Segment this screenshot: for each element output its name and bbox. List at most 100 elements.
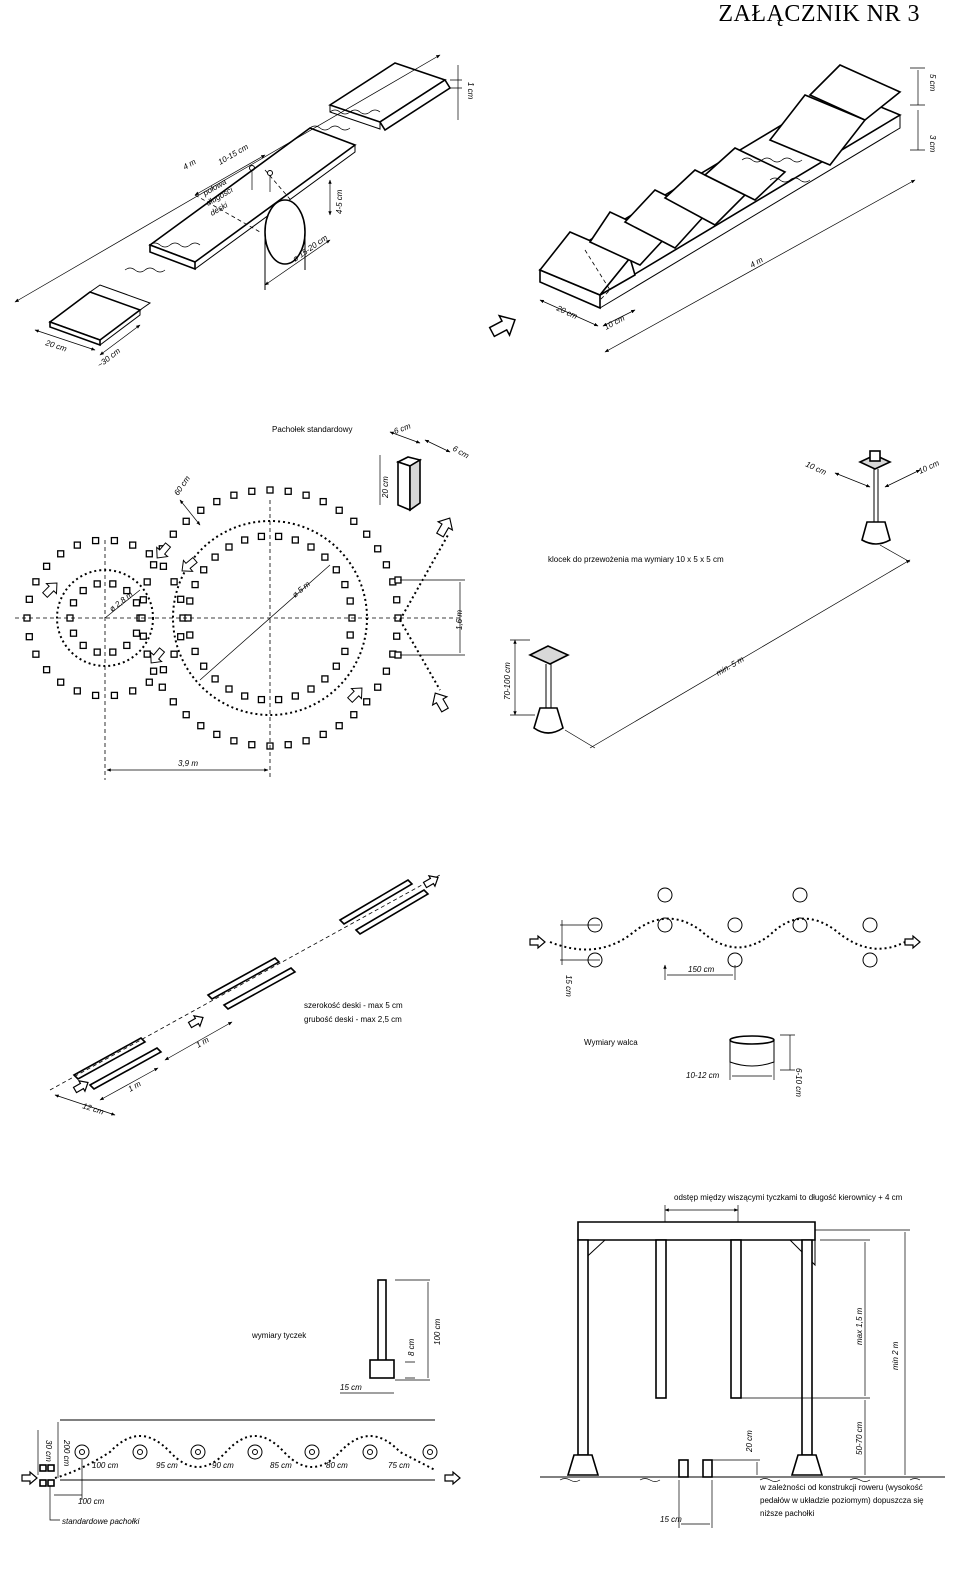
lane-width: 200 cm — [62, 1439, 71, 1467]
cone-offset: 30 cm — [44, 1440, 53, 1462]
cone-marker — [93, 580, 101, 588]
start-distance: 100 cm — [78, 1497, 105, 1506]
cone-marker — [25, 633, 33, 641]
cone-marker — [363, 698, 371, 706]
pole-height: 100 cm — [433, 1318, 442, 1345]
pole-row — [74, 1444, 438, 1460]
gate-pole-height: max 1,5 m — [855, 1307, 864, 1345]
seesaw-offset: 10-15 cm — [217, 142, 251, 167]
slalom-spacing: 150 cm — [688, 965, 715, 974]
cone-marker — [319, 730, 327, 739]
plank-note-2: grubość deski - max 2,5 cm — [304, 1015, 402, 1024]
cone-marker — [382, 561, 391, 569]
cone-marker — [374, 545, 382, 553]
cone-marker — [225, 685, 233, 693]
plank-gap: 1 m — [195, 1035, 211, 1050]
cone-marker — [341, 580, 349, 589]
seesaw-length: 4 m — [182, 157, 198, 172]
cone-depth: 6 cm — [451, 444, 471, 461]
planks-diagram: szerokość deski - max 5 cm grubość deski… — [49, 871, 442, 1117]
cone-marker — [169, 530, 177, 538]
gate-note-1: w zależności od konstrukcji roweru (wyso… — [759, 1483, 923, 1492]
circles-offset: 1,6 m — [455, 610, 464, 630]
transport-diagram: klocek do przewożenia ma wymiary 10 x 5 … — [503, 450, 941, 749]
cone-marker — [230, 737, 238, 745]
slalom-circles-diagram: 15 cm 150 cm Wymiary walca 10-12 cm 6-10… — [529, 887, 921, 1097]
cone-marker — [284, 741, 292, 749]
cone-marker — [200, 566, 208, 574]
cone-marker — [213, 730, 221, 739]
cone-marker — [363, 530, 371, 538]
gate-top-note: odstęp między wiszącymi tyczkami to dług… — [674, 1193, 903, 1202]
cone-marker — [191, 580, 199, 589]
cone-marker — [186, 597, 194, 605]
steps-h2: 3 cm — [928, 135, 937, 153]
cone-marker — [170, 578, 178, 586]
cone-marker — [91, 691, 100, 700]
cone-marker — [350, 711, 358, 719]
circles-diagram: Pachołek standardowy 6 cm 6 cm 20 cm 6 — [15, 421, 471, 780]
cone-marker — [225, 543, 233, 551]
cone-label: Pachołek standardowy — [272, 425, 353, 434]
cone-marker — [241, 692, 249, 700]
cone-marker — [177, 633, 185, 641]
page-title: ZAŁĄCZNIK NR 3 — [718, 1, 920, 27]
cone-marker — [274, 532, 283, 541]
cone-marker — [73, 687, 81, 695]
cone-marker — [374, 683, 382, 691]
transport-label: klocek do przewożenia ma wymiary 10 x 5 … — [548, 555, 724, 564]
cone-marker — [123, 641, 131, 650]
cone-marker — [91, 536, 100, 545]
cone-marker — [191, 647, 199, 656]
cone-marker — [307, 685, 315, 693]
cone-marker — [346, 631, 354, 639]
cone-marker — [123, 586, 131, 595]
gate-clearance: 50-70 cm — [855, 1421, 864, 1455]
cone-marker — [274, 695, 283, 704]
cone-width: 6 cm — [393, 421, 413, 436]
direction-arrows — [39, 513, 458, 715]
poles-label: wymiary tyczek — [251, 1331, 307, 1340]
cone-marker — [143, 578, 151, 586]
spacing-4: 85 cm — [270, 1461, 292, 1470]
cone-marker — [197, 506, 205, 514]
cone-marker — [129, 687, 137, 695]
spacing-6: 75 cm — [388, 1461, 410, 1470]
gate-diagram: odstęp między wiszącymi tyczkami to dług… — [540, 1193, 945, 1528]
roller-height: 6-10 cm — [794, 1068, 803, 1097]
cone-marker — [335, 506, 343, 514]
cone-marker — [346, 597, 354, 605]
cone-marker — [69, 599, 78, 607]
cone-height: 20 cm — [381, 476, 390, 499]
transport-top-d: 10 cm — [917, 458, 941, 476]
cone-marker — [132, 599, 141, 607]
poles-diagram: wymiary tyczek 100 cm 8 cm 15 cm 30 cm 2… — [21, 1279, 461, 1526]
cone-marker — [42, 562, 51, 570]
cone-marker — [213, 497, 221, 506]
cone-marker — [159, 666, 168, 674]
seesaw-ramp: ~30 cm — [96, 346, 123, 370]
cone-marker — [57, 550, 65, 558]
seesaw-diagram: 4 m 10-15 cm połowa długości deski 4-5 c… — [14, 54, 475, 370]
cone-marker — [302, 737, 310, 745]
cone-marker — [382, 667, 391, 675]
seesaw-thickness: 1 cm — [466, 82, 475, 100]
cone-marker — [211, 675, 219, 683]
plank-width: 12 cm — [81, 1101, 105, 1116]
slalom-offset: 15 cm — [564, 975, 573, 997]
cone-marker — [32, 650, 40, 658]
cone-marker — [32, 578, 40, 586]
spacing-1: 100 cm — [92, 1461, 119, 1470]
plank-length: 1 m — [127, 1079, 143, 1094]
cone-marker — [393, 632, 401, 640]
steps-h1: 5 cm — [928, 74, 937, 92]
cone-marker — [25, 595, 33, 603]
cone-marker — [248, 741, 256, 749]
transport-height: 70-100 cm — [503, 662, 512, 700]
transport-top-w: 10 cm — [804, 460, 828, 478]
cone-marker — [335, 722, 343, 730]
cone-marker — [109, 648, 117, 656]
cone-marker — [177, 595, 185, 603]
cone-marker — [200, 662, 208, 670]
